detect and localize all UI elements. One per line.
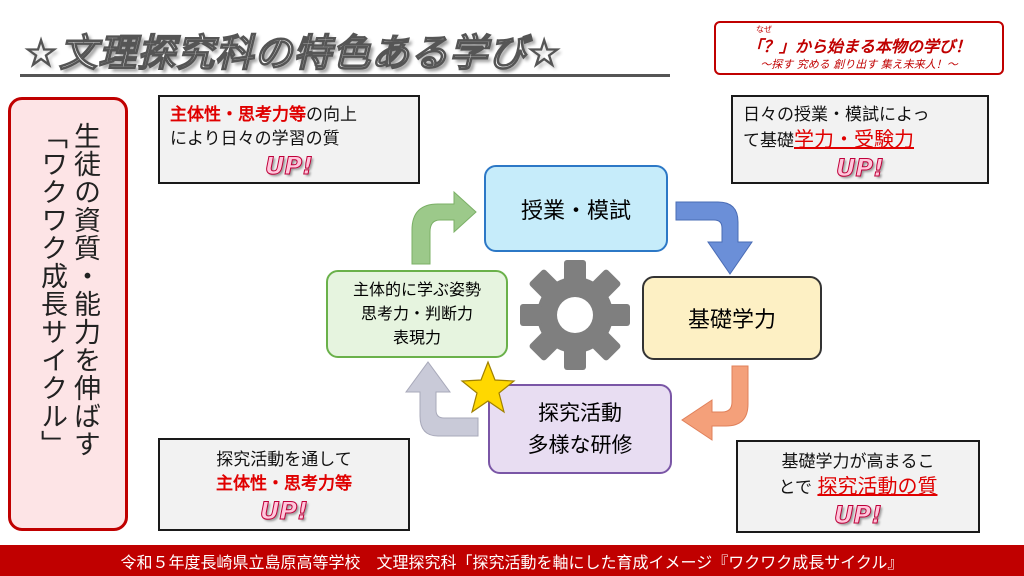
cycle-box-basic: 基礎学力 (642, 276, 822, 360)
note-br-text1: 基礎学力が高まるこ (781, 452, 935, 472)
side-text-col2: 「ワクワク成長サイクル」 (36, 122, 67, 458)
note-tr-up: UP! (835, 154, 885, 183)
cycle-active-line3: 表現力 (392, 328, 441, 347)
page-title: ☆文理探究科の特色ある学び☆ (23, 30, 563, 75)
gear-icon (520, 260, 630, 370)
cycle-class-label: 授業・模試 (520, 198, 631, 224)
arrow-explore-to-active (405, 361, 479, 437)
cycle-box-explore: 探究活動 多様な研修 (488, 384, 672, 474)
cycle-explore-line1: 探究活動 (538, 401, 622, 425)
note-top-right: 日々の授業・模試によっ て基礎学力・受験力 UP! (731, 95, 989, 184)
slogan-sub: ～探す 究める 創り出す 集え未来人！～ (760, 58, 958, 71)
note-br-highlight: 探究活動の質 (817, 474, 938, 498)
arrow-basic-to-explore (681, 365, 749, 441)
note-tl-text2: により日々の学習の質 (170, 129, 340, 149)
note-tr-text1: 日々の授業・模試によっ (743, 105, 930, 125)
arrow-active-to-class (411, 190, 477, 265)
slogan-main: 「？」から始まる本物の学び！ (746, 37, 971, 56)
title-underline (20, 74, 670, 77)
note-top-left: 主体性・思考力等の向上 により日々の学習の質 UP! (158, 95, 420, 184)
note-br-prefix: とで (778, 478, 818, 498)
note-tl-text1: の向上 (306, 105, 357, 125)
arrow-class-to-basic (675, 201, 753, 275)
cycle-basic-label: 基礎学力 (687, 308, 776, 333)
cycle-box-active: 主体的に学ぶ姿勢 思考力・判断力 表現力 (326, 270, 508, 358)
note-bottom-left: 探究活動を通して 主体性・思考力等 UP! (158, 438, 410, 531)
note-br-up: UP! (833, 501, 883, 530)
note-tl-highlight: 主体性・思考力等 (170, 105, 306, 125)
cycle-box-class: 授業・模試 (484, 165, 668, 252)
side-text-col1: 生徒の資質・能力を伸ばす (69, 122, 100, 458)
slogan-ruby: なぜ (756, 25, 772, 34)
note-bl-highlight: 主体性・思考力等 (216, 474, 352, 494)
cycle-explore-line2: 多様な研修 (527, 433, 633, 457)
cycle-active-line1: 主体的に学ぶ姿勢 (352, 280, 481, 299)
note-bl-text1: 探究活動を通して (216, 450, 352, 470)
slogan-box: なぜ 「？」から始まる本物の学び！ ～探す 究める 創り出す 集え未来人！～ (714, 21, 1004, 75)
cycle-active-line2: 思考力・判断力 (360, 304, 473, 323)
note-tr-highlight: 学力・受験力 (794, 127, 914, 151)
note-bl-up: UP! (259, 497, 309, 526)
footer-banner: 令和５年度長崎県立島原高等学校 文理探究科「探究活動を軸にした育成イメージ『ワク… (0, 545, 1024, 576)
note-bottom-right: 基礎学力が高まるこ とで 探究活動の質 UP! (736, 440, 980, 533)
note-tl-up: UP! (264, 152, 314, 181)
side-card: 生徒の資質・能力を伸ばす 「ワクワク成長サイクル」 (8, 97, 128, 531)
note-tr-prefix: て基礎 (743, 131, 794, 151)
